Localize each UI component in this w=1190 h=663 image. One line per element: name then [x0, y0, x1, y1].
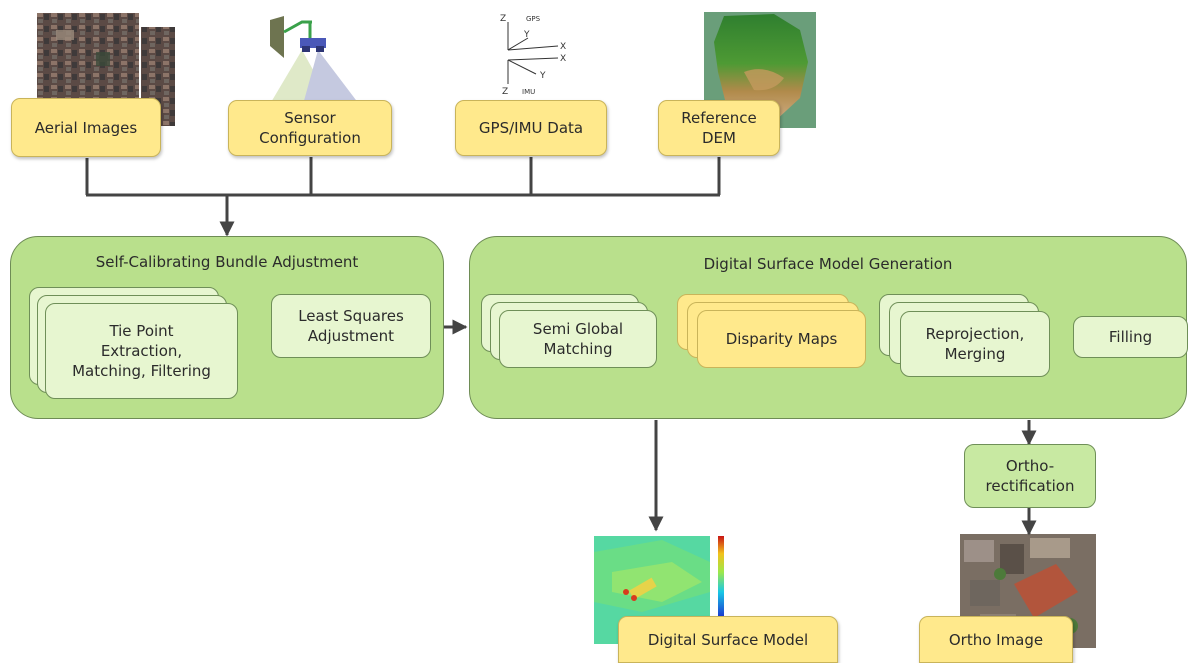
aerial-images-box: Aerial Images: [11, 98, 161, 157]
ortho-rectification-box: Ortho- rectification: [964, 444, 1096, 508]
gps-imu-axes-icon: Z GPS Y X X Y Z IMU: [496, 8, 576, 100]
sensor-configuration-box: Sensor Configuration: [228, 100, 392, 156]
axis-y-top-label: Y: [523, 30, 530, 40]
disparity-maps-box: Disparity Maps: [697, 310, 866, 368]
digital-surface-model-box: Digital Surface Model: [618, 616, 838, 663]
bundle-adjustment-title: Self-Calibrating Bundle Adjustment: [95, 253, 359, 271]
least-squares-adjustment-box: Least Squares Adjustment: [271, 294, 431, 358]
ortho-image-box: Ortho Image: [919, 616, 1073, 663]
axis-z-bottom-label: Z: [502, 87, 508, 97]
sensor-configuration-illustration: [262, 12, 372, 112]
gps-imu-data-box: GPS/IMU Data: [455, 100, 607, 156]
semi-global-matching-box: Semi Global Matching: [499, 310, 657, 368]
reprojection-merging-box: Reprojection, Merging: [900, 311, 1050, 377]
axis-x-top-label: X: [560, 42, 566, 52]
reference-dem-box: Reference DEM: [658, 100, 780, 156]
axis-x-bottom-label: X: [560, 54, 566, 64]
axis-z-top-label: Z: [500, 14, 506, 24]
tie-point-extraction-box: Tie Point Extraction, Matching, Filterin…: [45, 303, 238, 399]
aerial-images-thumbnail: [36, 12, 176, 127]
axis-y-bottom-label: Y: [539, 71, 546, 81]
filling-box: Filling: [1073, 316, 1188, 358]
axis-gps-label: GPS: [526, 15, 541, 23]
dsm-generation-title: Digital Surface Model Generation: [703, 255, 953, 273]
axis-imu-label: IMU: [522, 88, 535, 96]
